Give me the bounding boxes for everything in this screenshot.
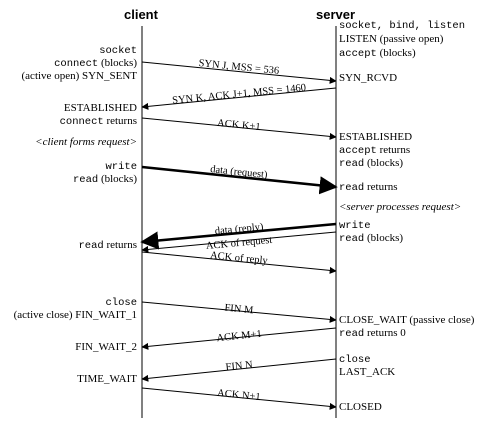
segment-arrow-fin-n bbox=[141, 358, 337, 382]
segment-arrow-ack1 bbox=[141, 117, 337, 140]
client-label-connect-returns-part: connect bbox=[59, 116, 104, 128]
server-label-read-blocks-part: (blocks) bbox=[364, 157, 404, 169]
client-label-active-close: (active close) FIN_WAIT_1 bbox=[14, 309, 137, 322]
server-label-server-processes: <server processes request> bbox=[339, 201, 461, 214]
server-label-write: write bbox=[339, 219, 371, 233]
server-label-accept-blocks: accept (blocks) bbox=[339, 47, 416, 61]
server-label-syn-rcvd: SYN_RCVD bbox=[339, 72, 397, 85]
server-label-read-blocks: read (blocks) bbox=[339, 157, 403, 171]
client-label-close-part: close bbox=[105, 297, 137, 309]
client-label-fin-wait-2-part: FIN_WAIT_2 bbox=[75, 341, 137, 353]
server-label-syn-rcvd-part: SYN_RCVD bbox=[339, 72, 398, 84]
segment-label-synack: SYN K, ACK J+1, MSS = 1460 bbox=[172, 82, 307, 106]
server-label-accept-returns-part: returns bbox=[376, 144, 411, 156]
client-label-client-forms: <client forms request> bbox=[35, 136, 137, 149]
segment-label-reply: data (reply) bbox=[214, 222, 264, 237]
server-label-close-part: close bbox=[339, 354, 371, 366]
segment-arrow-ack-request bbox=[141, 231, 337, 253]
client-label-connect: connect (blocks) bbox=[54, 57, 137, 71]
server-label-last-ack-part: LAST_ACK bbox=[339, 366, 396, 378]
client-label-fin-wait-2: FIN_WAIT_2 bbox=[75, 341, 137, 354]
segment-arrow-fin-m bbox=[141, 301, 337, 323]
client-label-client-forms-part: <client forms request> bbox=[35, 136, 137, 148]
client-label-connect-part: connect bbox=[54, 58, 99, 70]
client-label-connect-part: (blocks) bbox=[98, 57, 137, 69]
segment-label-ack-reply: ACK of reply bbox=[210, 250, 269, 267]
server-label-accept-blocks-part: accept bbox=[339, 48, 377, 60]
server-label-read-returns-part: read bbox=[339, 182, 365, 194]
server-label-read-returns-0: read returns 0 bbox=[339, 327, 406, 341]
client-label-read-blocks: read (blocks) bbox=[73, 173, 137, 187]
client-label-read-returns-part: returns bbox=[103, 239, 137, 251]
server-label-read-returns-part: returns bbox=[364, 181, 398, 193]
client-label-established: ESTABLISHED bbox=[64, 102, 137, 115]
segment-label-request: data (request) bbox=[210, 164, 269, 181]
server-label-last-ack: LAST_ACK bbox=[339, 366, 395, 379]
client-label-close: close bbox=[105, 296, 137, 310]
server-label-read-blocks-2-part: read bbox=[339, 233, 365, 245]
server-label-accept-returns-part: accept bbox=[339, 145, 377, 157]
segment-arrow-syn bbox=[141, 61, 337, 84]
client-label-write: write bbox=[105, 160, 137, 174]
client-label-connect-returns-part: returns bbox=[103, 115, 137, 127]
server-label-read-blocks-part: read bbox=[339, 158, 365, 170]
server-label-read-returns-0-part: read bbox=[339, 328, 365, 340]
segment-arrow-ack-n1 bbox=[141, 387, 337, 410]
server-label-accept-returns: accept returns bbox=[339, 144, 410, 158]
server-header: server bbox=[316, 7, 356, 22]
client-label-read-blocks-part: read bbox=[72, 174, 99, 186]
client-label-active-open-part: (active open) SYN_SENT bbox=[21, 70, 137, 82]
server-label-listen-part: LISTEN (passive open) bbox=[339, 33, 444, 45]
server-label-established: ESTABLISHED bbox=[339, 131, 412, 144]
client-label-socket-part: socket bbox=[99, 45, 137, 57]
server-label-sbl: socket, bind, listen bbox=[339, 19, 465, 33]
segment-label-syn: SYN J, MSS = 536 bbox=[198, 58, 280, 77]
segment-label-ack-request: ACK of request bbox=[206, 235, 273, 252]
server-label-read-returns: read returns bbox=[339, 181, 398, 195]
segment-label-ack-m1: ACK M+1 bbox=[216, 329, 262, 344]
server-label-close-wait-part: CLOSE_WAIT (passive close) bbox=[339, 314, 475, 326]
server-label-closed: CLOSED bbox=[339, 401, 382, 414]
segment-arrow-ack-reply bbox=[141, 251, 337, 274]
server-label-read-blocks-2: read (blocks) bbox=[339, 232, 403, 246]
segment-label-ack1: ACK K+1 bbox=[217, 118, 261, 133]
client-label-read-returns-part: read bbox=[78, 240, 104, 252]
server-label-read-blocks-2-part: (blocks) bbox=[364, 232, 404, 244]
segment-label-fin-m: FIN M bbox=[224, 303, 254, 317]
segment-arrow-ack-m1 bbox=[141, 327, 337, 350]
server-label-write-part: write bbox=[339, 220, 371, 232]
client-label-active-open: (active open) SYN_SENT bbox=[22, 70, 137, 83]
client-label-time-wait: TIME_WAIT bbox=[77, 373, 137, 386]
segment-arrow-synack bbox=[141, 87, 337, 110]
client-label-write-part: write bbox=[105, 161, 137, 173]
server-label-accept-blocks-part: (blocks) bbox=[376, 47, 416, 59]
segment-label-ack-n1: ACK N+1 bbox=[217, 388, 261, 403]
segment-label-fin-n: FIN N bbox=[225, 360, 254, 374]
client-header: client bbox=[124, 7, 158, 22]
client-label-read-blocks-part: (blocks) bbox=[98, 173, 137, 185]
server-label-close: close bbox=[339, 353, 371, 367]
server-label-established-part: ESTABLISHED bbox=[339, 131, 413, 143]
server-label-read-returns-0-part: returns 0 bbox=[364, 327, 406, 339]
client-label-time-wait-part: TIME_WAIT bbox=[77, 373, 137, 385]
server-label-close-wait: CLOSE_WAIT (passive close) bbox=[339, 314, 474, 327]
server-label-closed-part: CLOSED bbox=[339, 401, 382, 413]
segment-arrow-request bbox=[141, 165, 338, 195]
client-label-read-returns: read returns bbox=[78, 239, 137, 253]
client-label-socket: socket bbox=[99, 44, 137, 58]
server-label-server-processes-part: <server processes request> bbox=[339, 201, 462, 213]
client-label-active-close-part: (active close) FIN_WAIT_1 bbox=[13, 309, 137, 321]
client-label-established-part: ESTABLISHED bbox=[63, 102, 137, 114]
client-label-connect-returns: connect returns bbox=[60, 115, 137, 129]
segment-arrow-reply bbox=[140, 222, 337, 250]
server-label-listen: LISTEN (passive open) bbox=[339, 33, 443, 46]
server-label-sbl-part: socket, bind, listen bbox=[339, 20, 466, 32]
